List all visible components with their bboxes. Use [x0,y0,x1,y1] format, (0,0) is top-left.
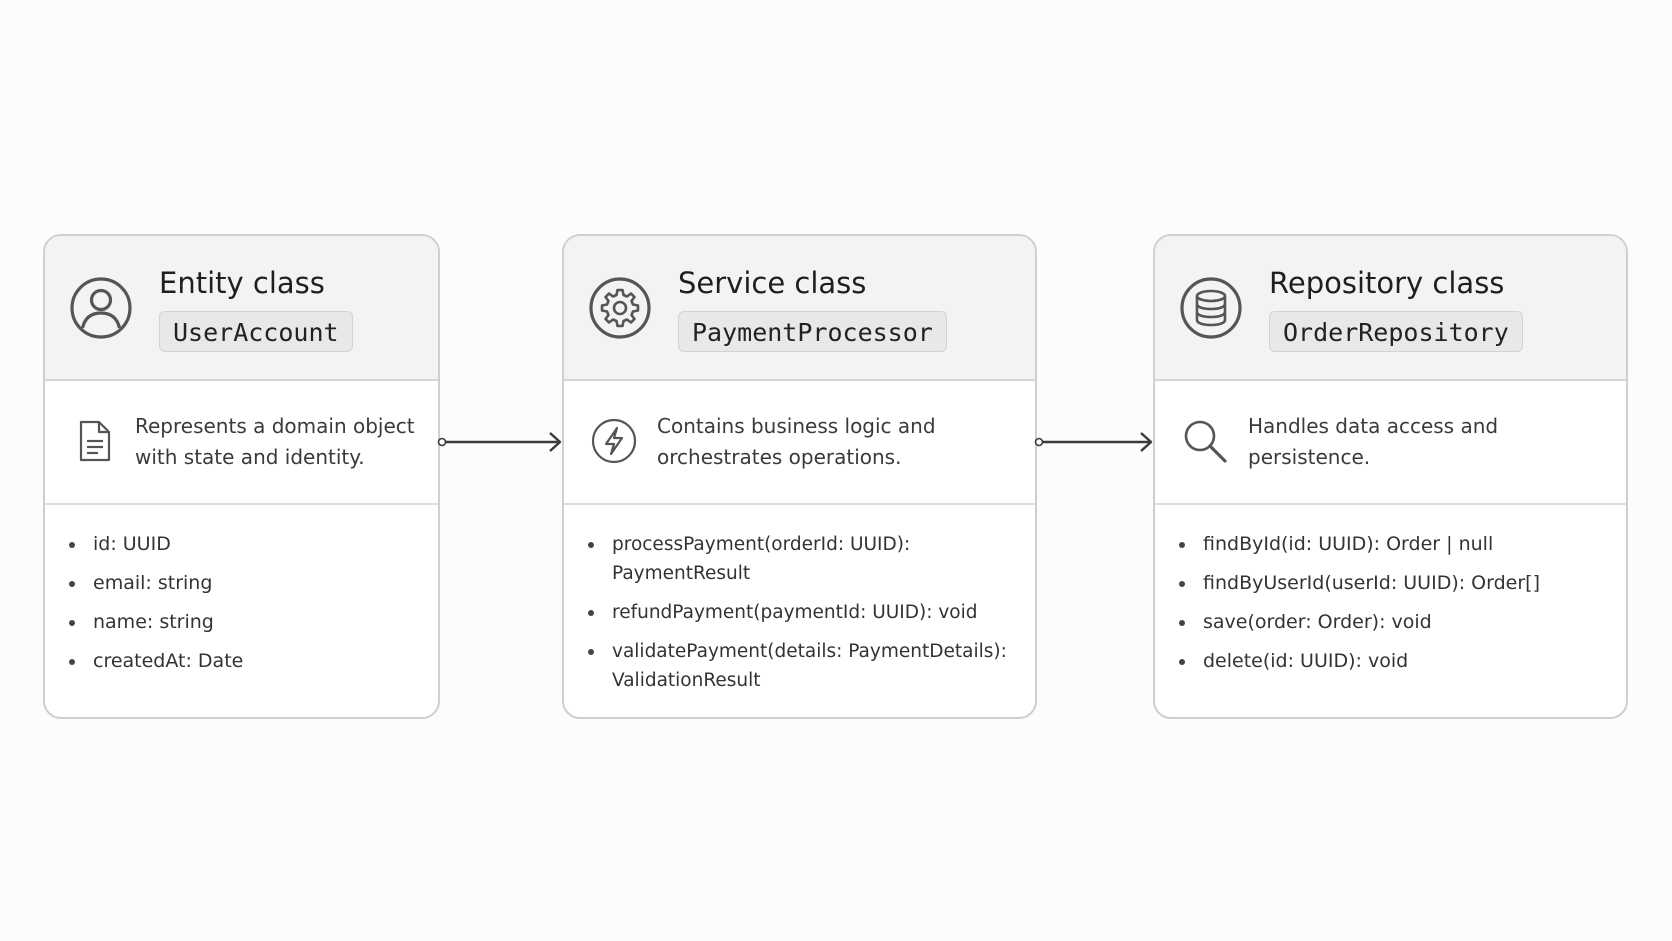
member-item: id: UUID [69,530,426,559]
class-name-badge: PaymentProcessor [678,311,947,352]
member-item: name: string [69,608,426,637]
user-icon [69,276,133,340]
member-list: id: UUID email: string name: string crea… [45,530,438,676]
members-section: findById(id: UUID): Order | null findByU… [1155,505,1626,676]
entity-class-card: Entity class UserAccount Represents a do… [43,234,440,719]
member-list: processPayment(orderId: UUID): PaymentRe… [564,530,1035,695]
gear-icon [588,276,652,340]
member-item: save(order: Order): void [1179,608,1614,637]
card-header: Service class PaymentProcessor [564,236,1035,381]
database-icon [1179,276,1243,340]
document-icon [71,417,119,465]
member-item: processPayment(orderId: UUID): PaymentRe… [588,530,1027,588]
card-title: Repository class [1269,266,1505,300]
search-icon [1181,417,1229,465]
card-header: Repository class OrderRepository [1155,236,1626,381]
member-item: email: string [69,569,426,598]
members-section: id: UUID email: string name: string crea… [45,505,438,676]
member-item: delete(id: UUID): void [1179,647,1614,676]
card-title: Entity class [159,266,325,300]
arrow-connector [1034,430,1155,454]
card-description: Handles data access and persistence. [1155,381,1626,505]
member-item: findByUserId(userId: UUID): Order[] [1179,569,1614,598]
member-item: refundPayment(paymentId: UUID): void [588,598,1027,627]
member-item: validatePayment(details: PaymentDetails)… [588,637,1027,695]
member-item: findById(id: UUID): Order | null [1179,530,1614,559]
repository-class-card: Repository class OrderRepository Handles… [1153,234,1628,719]
card-header: Entity class UserAccount [45,236,438,381]
class-name-badge: OrderRepository [1269,311,1523,352]
card-description: Represents a domain object with state an… [45,381,438,505]
arrow-connector [437,430,564,454]
description-text: Represents a domain object with state an… [135,414,415,469]
card-description: Contains business logic and orchestrates… [564,381,1035,505]
class-name-badge: UserAccount [159,311,353,352]
card-title: Service class [678,266,867,300]
description-text: Contains business logic and orchestrates… [657,414,936,469]
member-item: createdAt: Date [69,647,426,676]
member-list: findById(id: UUID): Order | null findByU… [1155,530,1626,676]
service-class-card: Service class PaymentProcessor Contains … [562,234,1037,719]
description-text: Handles data access and persistence. [1248,414,1499,469]
members-section: processPayment(orderId: UUID): PaymentRe… [564,505,1035,695]
lightning-icon [590,417,638,465]
